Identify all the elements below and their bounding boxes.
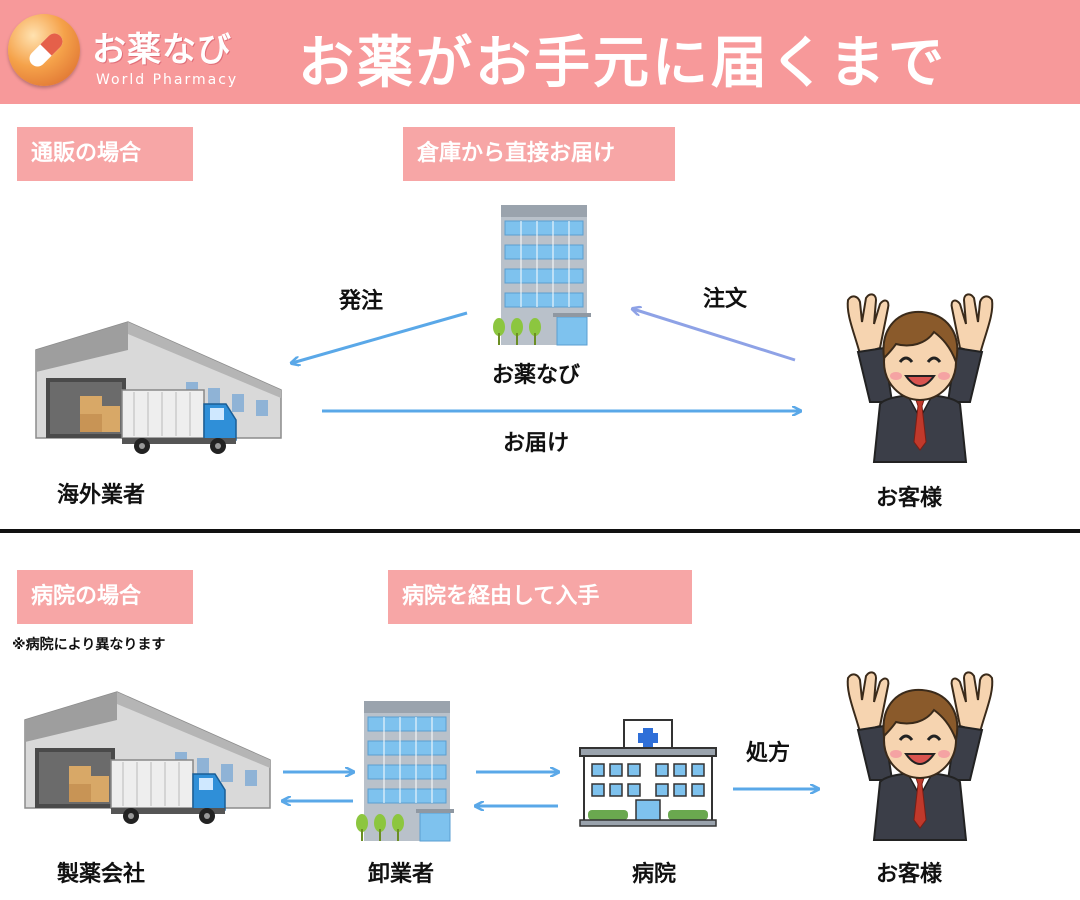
- order-in-label: 注文: [703, 287, 748, 312]
- order-arrow-to-supplier: [292, 311, 468, 363]
- pharmacy-label: お薬なび: [492, 363, 581, 388]
- hospital-case-tag: 病院の場合: [17, 570, 193, 624]
- mailorder-case-tag: 通販の場合: [17, 127, 193, 181]
- order-arrow-to-pharmacy: [633, 309, 796, 362]
- hospital-label: 病院: [632, 862, 677, 887]
- order-out-label: 発注: [339, 289, 384, 314]
- header-banner: お薬なび World Pharmacy お薬がお手元に届くまで: [0, 0, 1080, 104]
- office-building-icon: [356, 701, 454, 842]
- warehouse-icon: [24, 691, 271, 824]
- logo-name: お薬なび: [92, 30, 232, 70]
- supplier-label: 海外業者: [57, 483, 146, 508]
- prescription-label: 処方: [746, 741, 791, 766]
- hospital-route-tag: 病院を経由して入手: [388, 570, 692, 624]
- truck-icon: [121, 389, 237, 454]
- mailorder-route-tag: 倉庫から直接お届け: [403, 127, 675, 181]
- customer-label-2: お客様: [876, 862, 943, 887]
- maker-label: 製薬会社: [57, 862, 146, 887]
- customer-cheering-icon: [846, 671, 994, 841]
- logo-subtitle: World Pharmacy: [96, 72, 239, 88]
- customer-cheering-icon: [846, 293, 994, 463]
- delivery-label: お届け: [503, 431, 570, 456]
- warehouse-icon: [35, 321, 282, 454]
- truck-icon: [110, 759, 226, 824]
- wholesaler-label: 卸業者: [368, 862, 435, 887]
- page-title: お薬がお手元に届くまで: [298, 31, 947, 96]
- section-divider: [0, 529, 1080, 533]
- customer-label-1: お客様: [876, 486, 943, 511]
- hospital-building-icon: [579, 719, 717, 827]
- logo-icon: [8, 14, 80, 86]
- office-building-icon: [493, 205, 591, 346]
- hospital-note: ※病院により異なります: [12, 637, 166, 653]
